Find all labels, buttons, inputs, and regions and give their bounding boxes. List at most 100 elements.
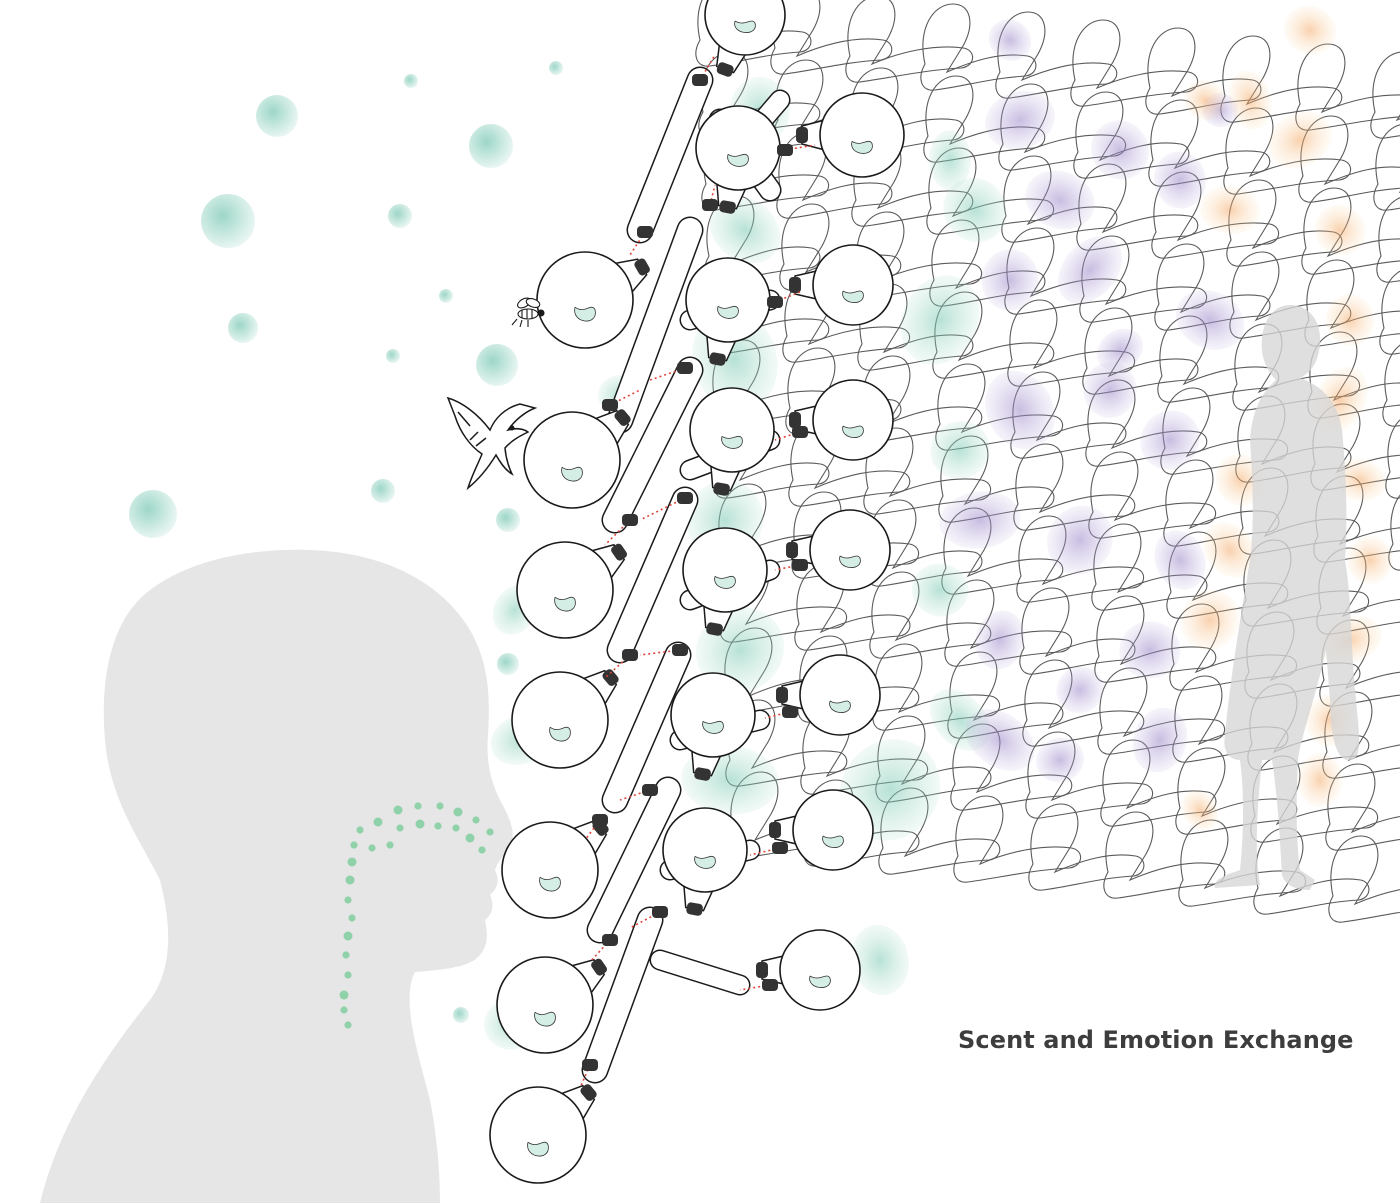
lattice-hook	[1154, 243, 1271, 331]
bulb-body	[779, 929, 861, 1011]
scent-blob	[1283, 5, 1337, 55]
lattice-hook	[944, 579, 1073, 667]
scent-blob	[943, 177, 1007, 243]
connector-link	[774, 564, 801, 571]
scent-bubble	[388, 204, 412, 228]
breath-dot	[356, 826, 364, 834]
lattice-hook	[869, 571, 992, 659]
tube-valve	[762, 979, 778, 991]
breath-dot	[344, 896, 352, 904]
bulb-body	[812, 244, 894, 326]
tube-valve	[677, 362, 693, 374]
breath-dot	[368, 844, 376, 852]
scent-bubble	[496, 508, 520, 532]
scent-blob	[1047, 505, 1113, 575]
bird-icon	[446, 396, 538, 491]
diagram-caption: Scent and Emotion Exchange	[958, 1026, 1354, 1054]
bulb-scent-sample	[549, 726, 571, 742]
scent-blob	[1325, 294, 1375, 346]
lattice-hook	[1370, 51, 1400, 139]
scent-blob	[1096, 328, 1144, 372]
bulb-body	[536, 251, 634, 349]
bulb-valve	[719, 200, 736, 214]
scent-blob	[709, 196, 781, 264]
scent-bubble	[476, 344, 518, 386]
breath-dot	[344, 1021, 352, 1029]
scent-bulb	[786, 509, 891, 591]
bulb-body	[496, 956, 594, 1054]
lattice-hook	[791, 491, 920, 579]
scent-bubble	[129, 490, 177, 538]
bulb-scent-sample	[574, 306, 596, 322]
tube-valve	[702, 199, 718, 211]
breath-dot	[434, 822, 442, 830]
scent-blob	[1036, 737, 1084, 783]
tube-core	[608, 218, 702, 432]
bulb-valve	[634, 258, 650, 276]
lattice-hook	[1073, 91, 1190, 179]
connector-link	[774, 431, 801, 441]
scent-blob	[900, 275, 980, 365]
breath-dot	[472, 816, 480, 824]
scent-bulb	[489, 1084, 597, 1184]
breath-dot	[414, 802, 422, 810]
tube-core	[603, 643, 690, 812]
tube-valve	[622, 514, 638, 526]
scent-blob	[1268, 111, 1332, 169]
bulb-body	[812, 379, 894, 461]
scent-blob	[1314, 204, 1366, 256]
lattice-hook	[1325, 763, 1400, 851]
scent-bulb	[756, 929, 861, 1011]
scent-bulb	[789, 244, 894, 326]
connector-link	[584, 819, 601, 841]
scent-blob	[1056, 666, 1104, 714]
breath-dot	[486, 828, 494, 836]
breath-dot	[348, 914, 356, 922]
connector-link	[764, 711, 791, 719]
bulb-body	[682, 527, 768, 613]
lattice-hook	[770, 0, 893, 75]
bulb-scent-sample	[851, 140, 873, 154]
breath-dot	[415, 819, 425, 829]
tube-valve	[767, 296, 783, 308]
lattice-hook	[1016, 515, 1145, 603]
bulb-scent-sample	[829, 700, 851, 713]
scent-bubble	[256, 95, 298, 137]
lattice-hook	[1373, 124, 1400, 211]
bulb-valve	[706, 622, 723, 636]
bulb-valve	[580, 1084, 597, 1101]
bulb-scent-sample	[527, 1141, 549, 1157]
scent-bulb	[789, 379, 894, 461]
bulb-valve	[602, 669, 619, 686]
scent-bubble	[453, 1007, 469, 1023]
bulb-scent-sample	[734, 20, 756, 33]
bulb-body	[809, 509, 891, 591]
scent-bulb	[796, 92, 905, 178]
scent-bulb	[685, 257, 771, 366]
teal-scent-bubbles	[129, 61, 563, 1023]
bulb-valve	[769, 822, 781, 838]
lattice-hook	[1304, 259, 1400, 347]
bulb-valve	[614, 409, 631, 426]
tube-core	[603, 358, 702, 532]
scent-bubble	[439, 289, 453, 303]
scent-blob	[911, 563, 969, 617]
connector-link	[579, 1064, 591, 1089]
tube-valve	[672, 644, 688, 656]
bulb-scent-sample	[809, 975, 831, 988]
scent-blob	[981, 249, 1039, 311]
scent-blob	[1334, 458, 1386, 502]
scent-bulb	[689, 387, 775, 496]
lattice-hook	[845, 0, 974, 83]
human-head-silhouette-icon	[40, 549, 513, 1203]
bulb-body	[799, 654, 881, 736]
scent-bulb	[662, 807, 748, 916]
bulb-body	[489, 1086, 587, 1184]
scent-blob	[1025, 170, 1095, 230]
bulb-scent-sample	[822, 835, 844, 848]
lattice-hook	[1013, 443, 1136, 531]
bulb-body	[501, 821, 599, 919]
bulb-body	[523, 411, 621, 509]
breath-dot	[339, 990, 349, 1000]
lattice-hook	[866, 499, 983, 587]
